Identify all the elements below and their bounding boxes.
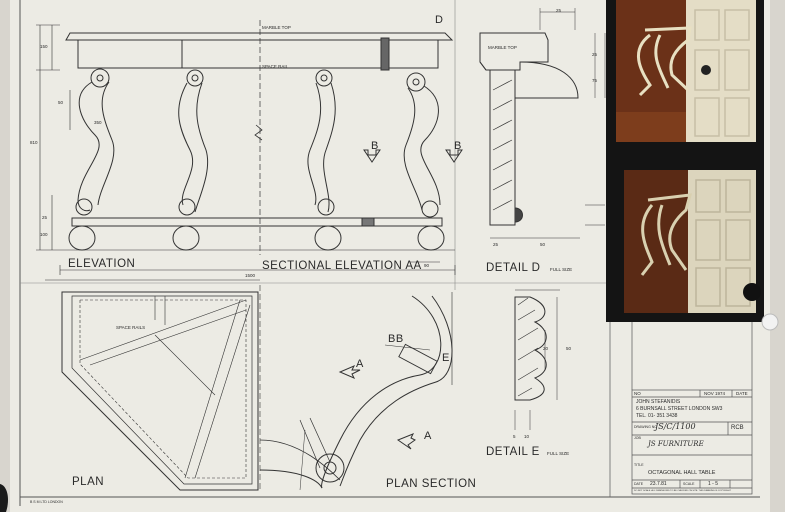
dim-e-2: 50 [566, 346, 572, 351]
dim-e-4: 10 [524, 434, 530, 439]
tb-title: OCTAGONAL HALL TABLE [648, 470, 716, 476]
leg-3 [307, 69, 336, 216]
marker-b-right: B [454, 140, 462, 152]
photo-bottom [624, 170, 756, 313]
marker-a-bottom: A [424, 430, 432, 442]
paper-mark: B S M LTD LONDON [30, 500, 63, 504]
label-detail-d-scale: FULL SIZE [550, 267, 573, 272]
label-detail-e: DETAIL E [486, 446, 540, 458]
tb-designer: JOHN STEFANIDIS [636, 399, 681, 405]
note-marble-top-detail: MARBLE TOP [488, 45, 517, 50]
detail-d [479, 8, 606, 239]
leg-1 [75, 68, 115, 216]
note-space-rails: SPACE RAILS [116, 325, 146, 330]
label-detail-d: DETAIL D [486, 262, 541, 274]
dim-detail-b1: 25 [493, 242, 499, 247]
section-arrow-b-left [363, 149, 381, 163]
dim-detail-b2: 50 [540, 242, 546, 247]
dim-350: 350 [94, 120, 102, 125]
title-block [631, 322, 753, 495]
tb-no-label: NO [634, 391, 641, 396]
dim-50: 50 [58, 100, 64, 105]
tb-drawing-no: JS/C/1100 [655, 422, 696, 431]
frieze-rail [77, 39, 439, 69]
tb-drawn-by: RCB [731, 425, 744, 431]
marker-e: E [442, 352, 450, 364]
stretcher [71, 217, 443, 227]
dim-overall-length: 1500 [245, 273, 256, 278]
pin [743, 283, 761, 301]
dim-810: 810 [30, 140, 38, 145]
dim-detail-r1: 25 [592, 52, 598, 57]
section-arrow-b-right [445, 149, 463, 163]
dim-detail-top: 25 [556, 8, 562, 13]
note-marble-top: MARBLE TOP [262, 25, 291, 30]
tb-scale-label: SCALE [683, 482, 695, 486]
dim-90: 90 [424, 263, 430, 268]
label-elevation: ELEVATION [68, 258, 136, 270]
marker-b-left: B [371, 140, 379, 152]
elevation-view [60, 20, 463, 255]
tb-job-label: JOB [634, 436, 641, 440]
tb-title-label: TITLE [634, 463, 644, 467]
tb-date-value: NOV 1974 [704, 391, 726, 396]
photo-panel [606, 0, 779, 331]
photo-top [616, 0, 756, 142]
label-plan-section: PLAN SECTION [386, 478, 477, 490]
tb-address: 6 BURNSALL STREET LONDON SW3 [636, 406, 723, 412]
dim-e-3: 5 [513, 434, 516, 439]
dim-150: 150 [40, 44, 48, 49]
marker-a-top: A [356, 358, 364, 370]
tb-scale: 1 - 5 [708, 481, 719, 487]
tb-date-footer: 23.7.81 [650, 481, 667, 487]
marker-bb: BB [388, 333, 404, 345]
dim-25: 25 [42, 215, 48, 220]
leg-4 [403, 72, 441, 218]
tb-date-label: DATE [736, 391, 748, 396]
detail-e [514, 289, 560, 430]
label-plan: PLAN [72, 476, 105, 488]
dim-detail-r2: 75 [592, 78, 598, 83]
tb-drawing-no-label: DRAWING NO [634, 425, 658, 429]
tb-tel: TEL. 01- 351 3438 [636, 413, 678, 419]
plan-view [45, 279, 261, 491]
section-arrow-a-bottom [396, 433, 416, 450]
dim-e-1: 20 [543, 346, 549, 351]
marker-d: D [435, 14, 444, 26]
tb-footer-note: DO NOT SCALE. ALL DIMENSIONS TO BE CHECK… [634, 490, 731, 492]
label-detail-e-scale: FULL SIZE [547, 451, 570, 456]
plan-section-view [259, 292, 453, 491]
tb-date-footer-label: DATE [634, 482, 644, 486]
note-space-rail: SPACE RAIL [262, 64, 289, 69]
elevation-dimensions [36, 24, 456, 275]
label-sectional-elevation: SECTIONAL ELEVATION AA [262, 260, 422, 272]
dim-100: 100 [40, 232, 48, 237]
tb-job: JS FURNITURE [648, 440, 704, 448]
section-arrow-a-top [338, 365, 361, 379]
leg-2 [178, 69, 209, 216]
